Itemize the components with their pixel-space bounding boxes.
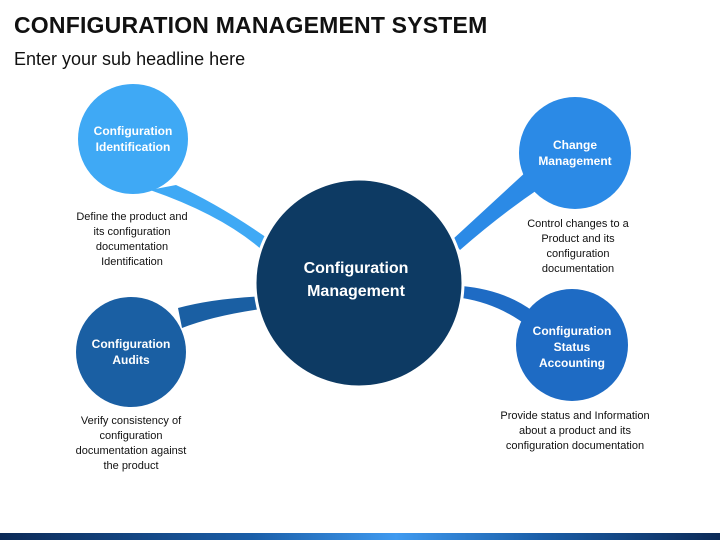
connector-accounting — [462, 286, 534, 328]
bubble-change — [519, 97, 631, 209]
description-accounting: Provide status and Information about a p… — [500, 410, 650, 452]
page-subtitle: Enter your sub headline here — [14, 49, 246, 69]
label-accounting: Configuration Status Accounting — [532, 324, 612, 370]
description-audits: Verify consistency of configuration docu… — [75, 415, 187, 472]
center-label: Configuration Management — [303, 260, 409, 300]
connector-change — [452, 170, 540, 250]
label-identification: Configuration Identification — [93, 124, 173, 154]
bubble-identification — [78, 84, 188, 194]
label-change: Change Management — [538, 138, 612, 168]
footer-accent-bar — [0, 533, 720, 540]
bubble-accounting — [516, 289, 628, 401]
label-audits: Configuration Audits — [91, 337, 171, 367]
page-title: CONFIGURATION MANAGEMENT SYSTEM — [14, 12, 488, 38]
connector-audits — [178, 296, 268, 328]
bubble-audits — [76, 297, 186, 407]
description-change: Control changes to a Product and its con… — [527, 218, 629, 275]
connector-identification — [150, 185, 270, 250]
description-identification: Define the product and its configuration… — [76, 211, 188, 268]
center-circle — [253, 177, 465, 389]
